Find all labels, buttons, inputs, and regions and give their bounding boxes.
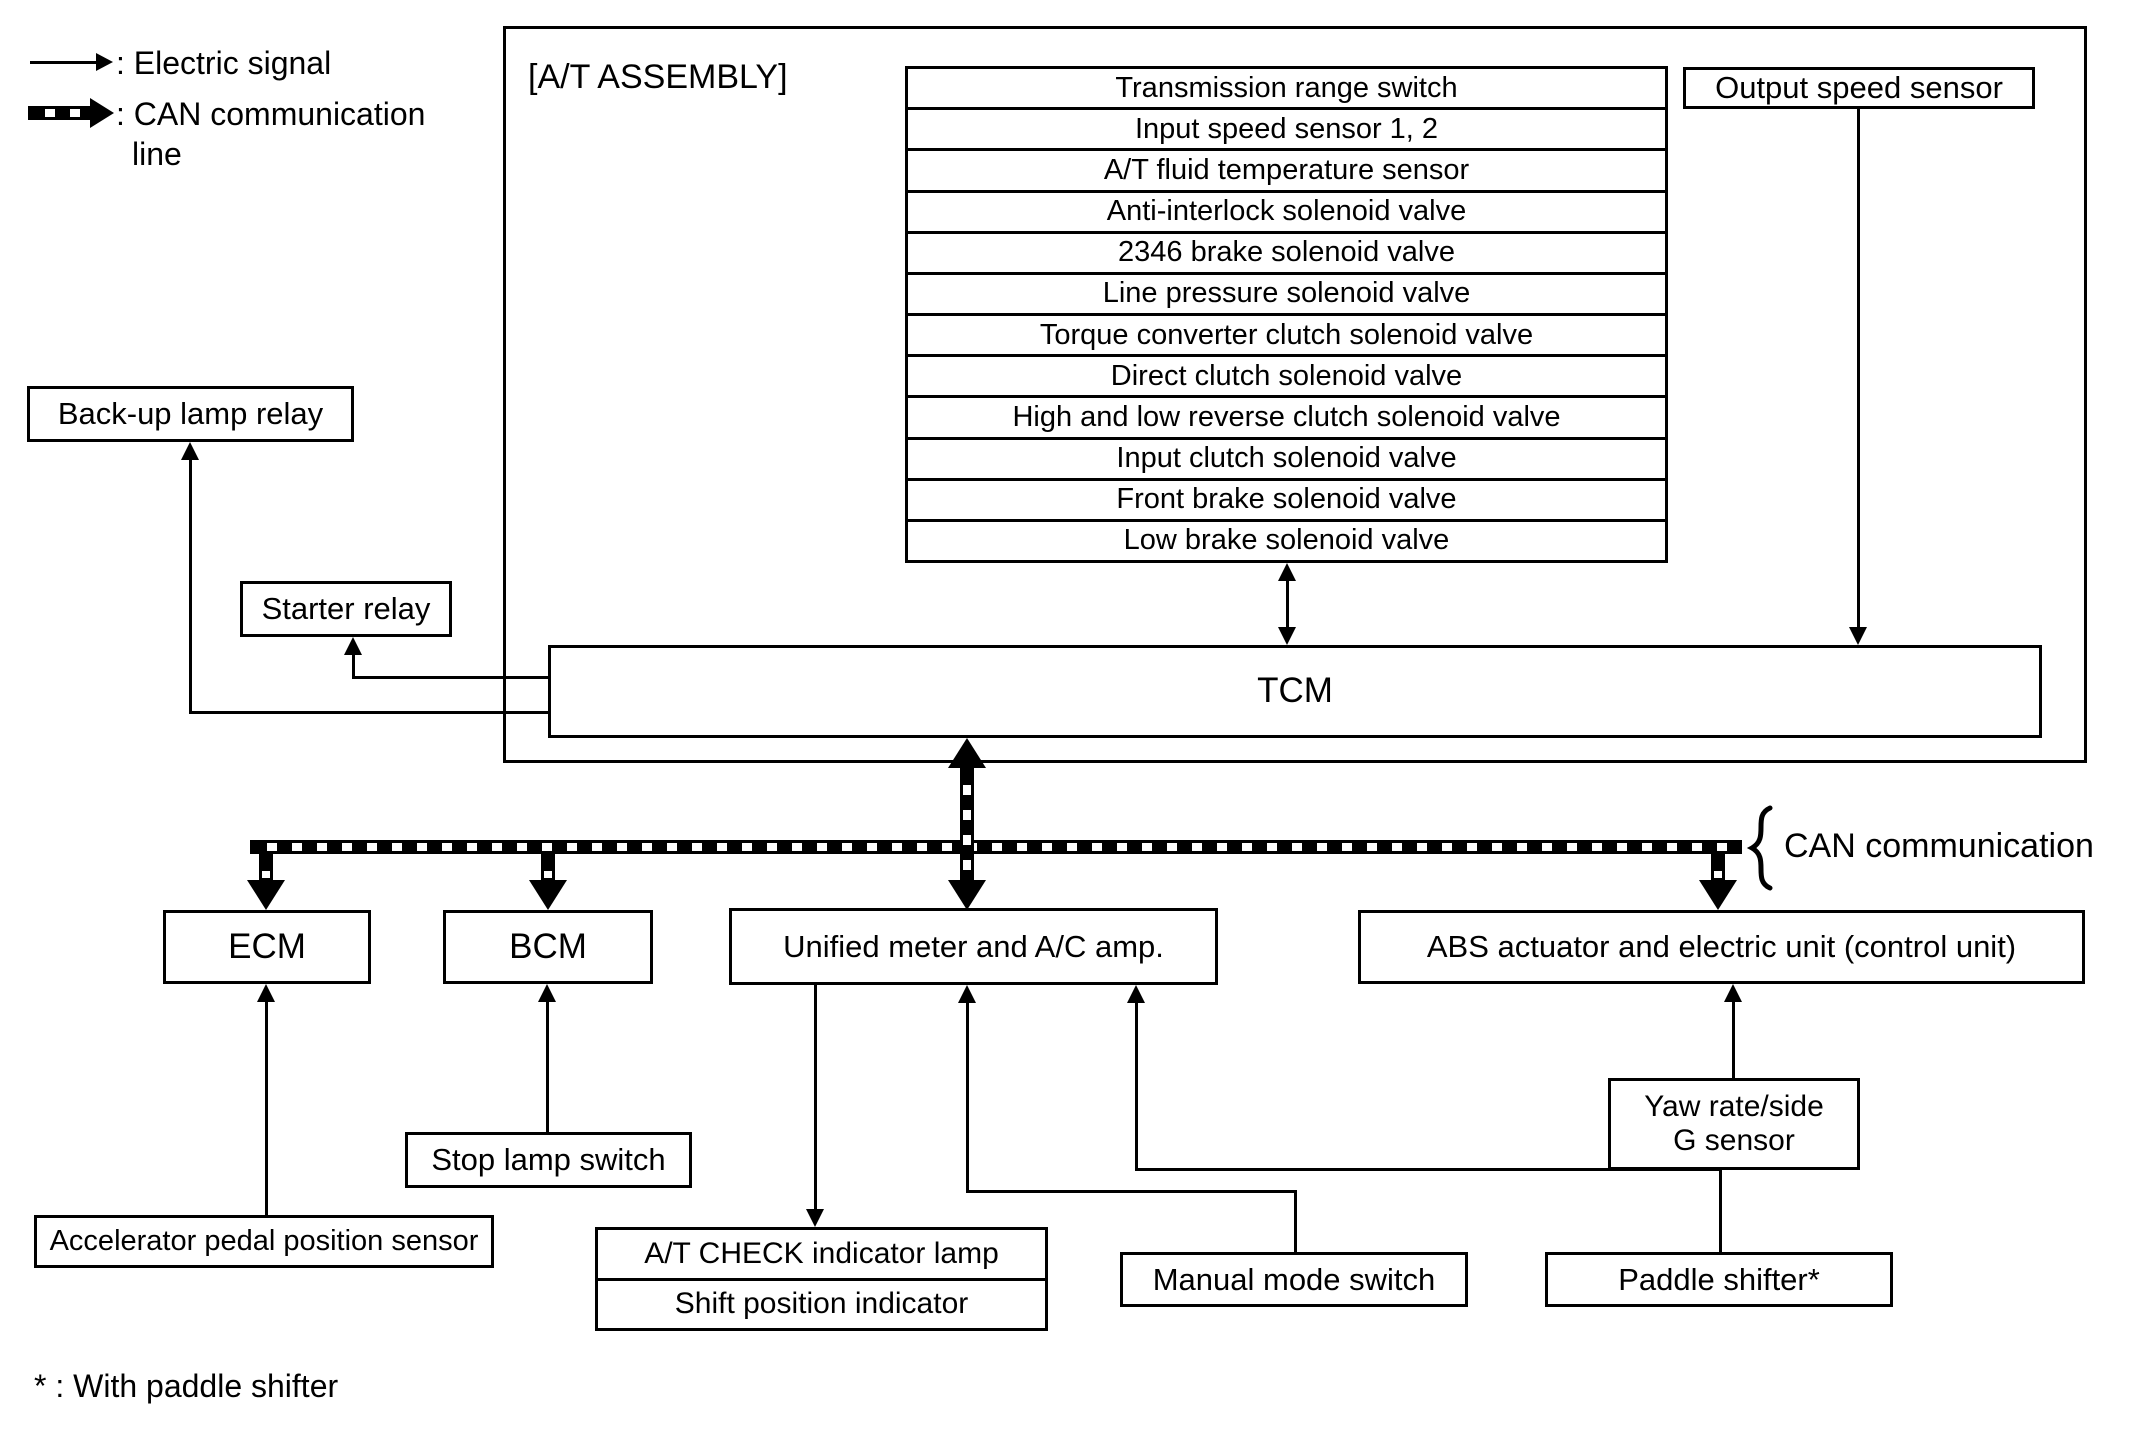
ecm-box: ECM bbox=[163, 910, 371, 984]
line-tcm-to-backup-h bbox=[189, 711, 550, 714]
component-row: Anti-interlock solenoid valve bbox=[908, 189, 1665, 231]
can-arrowhead-into-unified-meter bbox=[948, 880, 986, 910]
arrowhead-to-backup-relay bbox=[181, 442, 199, 460]
component-row: Low brake solenoid valve bbox=[908, 518, 1665, 560]
can-bus-line bbox=[250, 840, 1742, 854]
line-paddle-v1 bbox=[1135, 1003, 1138, 1168]
can-link-tcm-unified bbox=[960, 768, 974, 880]
line-yaw-to-abs bbox=[1732, 1002, 1735, 1078]
arrowhead-tcm-to-components bbox=[1278, 563, 1296, 581]
line-manual-h bbox=[966, 1190, 1297, 1193]
component-row: High and low reverse clutch solenoid val… bbox=[908, 395, 1665, 436]
line-tcm-to-starter-v bbox=[352, 653, 355, 679]
yaw-rate-line1: Yaw rate/side bbox=[1644, 1089, 1824, 1123]
component-row: Input speed sensor 1, 2 bbox=[908, 107, 1665, 148]
can-drop-ecm bbox=[259, 854, 273, 880]
legend-can-arrowhead-icon bbox=[90, 98, 114, 128]
legend-can-label-line1: : CAN communication bbox=[116, 96, 426, 132]
legend-can-line bbox=[28, 106, 90, 120]
shift-position-indicator-row: Shift position indicator bbox=[598, 1277, 1045, 1329]
component-row: Front brake solenoid valve bbox=[908, 477, 1665, 519]
line-manual-v2 bbox=[1294, 1190, 1297, 1252]
component-row: Transmission range switch bbox=[1115, 71, 1458, 104]
line-unified-to-atcheck bbox=[814, 985, 817, 1209]
component-row: 2346 brake solenoid valve bbox=[908, 230, 1665, 272]
abs-actuator-box: ABS actuator and electric unit (control … bbox=[1358, 910, 2085, 984]
can-bus-brace-icon bbox=[1746, 805, 1773, 891]
arrowhead-into-abs bbox=[1724, 984, 1742, 1002]
at-assembly-title: [A/T ASSEMBLY] bbox=[528, 58, 788, 96]
unified-meter-box: Unified meter and A/C amp. bbox=[729, 908, 1218, 985]
legend-can-label-line2: line bbox=[132, 136, 182, 172]
line-stoplamp-to-bcm bbox=[546, 1002, 549, 1132]
can-arrowhead-into-abs bbox=[1699, 880, 1737, 910]
tcm-box: TCM bbox=[548, 645, 2042, 738]
line-components-tcm bbox=[1286, 579, 1289, 629]
arrowhead-into-bcm bbox=[538, 984, 556, 1002]
arrowhead-components-to-tcm bbox=[1278, 627, 1296, 645]
component-row: Torque converter clutch solenoid valve bbox=[908, 313, 1665, 354]
bcm-box: BCM bbox=[443, 910, 653, 984]
line-manual-v1 bbox=[966, 1003, 969, 1190]
arrowhead-output-speed-to-tcm bbox=[1849, 627, 1867, 645]
line-paddle-v2 bbox=[1719, 1168, 1722, 1252]
legend-electric-label: : Electric signal bbox=[116, 45, 332, 81]
starter-relay-box: Starter relay bbox=[240, 581, 452, 637]
legend-electric-signal-line bbox=[30, 61, 96, 64]
arrowhead-into-ecm bbox=[257, 984, 275, 1002]
line-paddle-h bbox=[1135, 1168, 1722, 1171]
can-arrowhead-into-tcm bbox=[948, 738, 986, 768]
footnote-paddle-shifter: * : With paddle shifter bbox=[34, 1368, 339, 1404]
line-tcm-to-starter-h bbox=[352, 676, 550, 679]
arrowhead-manual-into-unified bbox=[958, 985, 976, 1003]
arrowhead-paddle-into-unified bbox=[1127, 985, 1145, 1003]
can-arrowhead-into-ecm bbox=[247, 880, 285, 910]
component-row: A/T fluid temperature sensor bbox=[908, 148, 1665, 189]
yaw-rate-sensor-box: Yaw rate/side G sensor bbox=[1608, 1078, 1860, 1170]
paddle-shifter-box: Paddle shifter* bbox=[1545, 1252, 1893, 1307]
component-row: Direct clutch solenoid valve bbox=[908, 354, 1665, 395]
line-tcm-to-backup-v bbox=[189, 460, 192, 714]
component-row: Input clutch solenoid valve bbox=[908, 436, 1665, 478]
can-bus-label: CAN communication bbox=[1784, 827, 2094, 865]
output-speed-sensor-box: Output speed sensor bbox=[1683, 67, 2035, 109]
can-drop-bcm bbox=[541, 854, 555, 880]
arrowhead-to-starter-relay bbox=[344, 637, 362, 655]
can-drop-abs bbox=[1711, 854, 1725, 880]
line-accelerator-to-ecm bbox=[265, 1002, 268, 1215]
legend-electric-arrowhead-icon bbox=[96, 53, 113, 71]
at-check-indicator-row: A/T CHECK indicator lamp bbox=[644, 1236, 999, 1270]
yaw-rate-line2: G sensor bbox=[1673, 1124, 1795, 1157]
accelerator-pedal-sensor-box: Accelerator pedal position sensor bbox=[34, 1215, 494, 1268]
can-arrowhead-into-bcm bbox=[529, 880, 567, 910]
line-output-speed-to-tcm bbox=[1857, 109, 1860, 630]
arrowhead-into-atcheck bbox=[806, 1209, 824, 1227]
manual-mode-switch-box: Manual mode switch bbox=[1120, 1252, 1468, 1307]
backup-lamp-relay-box: Back-up lamp relay bbox=[27, 386, 354, 442]
at-internal-components-table: Transmission range switch Input speed se… bbox=[905, 66, 1668, 563]
component-row: Line pressure solenoid valve bbox=[908, 271, 1665, 313]
stop-lamp-switch-box: Stop lamp switch bbox=[405, 1132, 692, 1188]
indicator-stack-box: A/T CHECK indicator lamp Shift position … bbox=[595, 1227, 1048, 1331]
